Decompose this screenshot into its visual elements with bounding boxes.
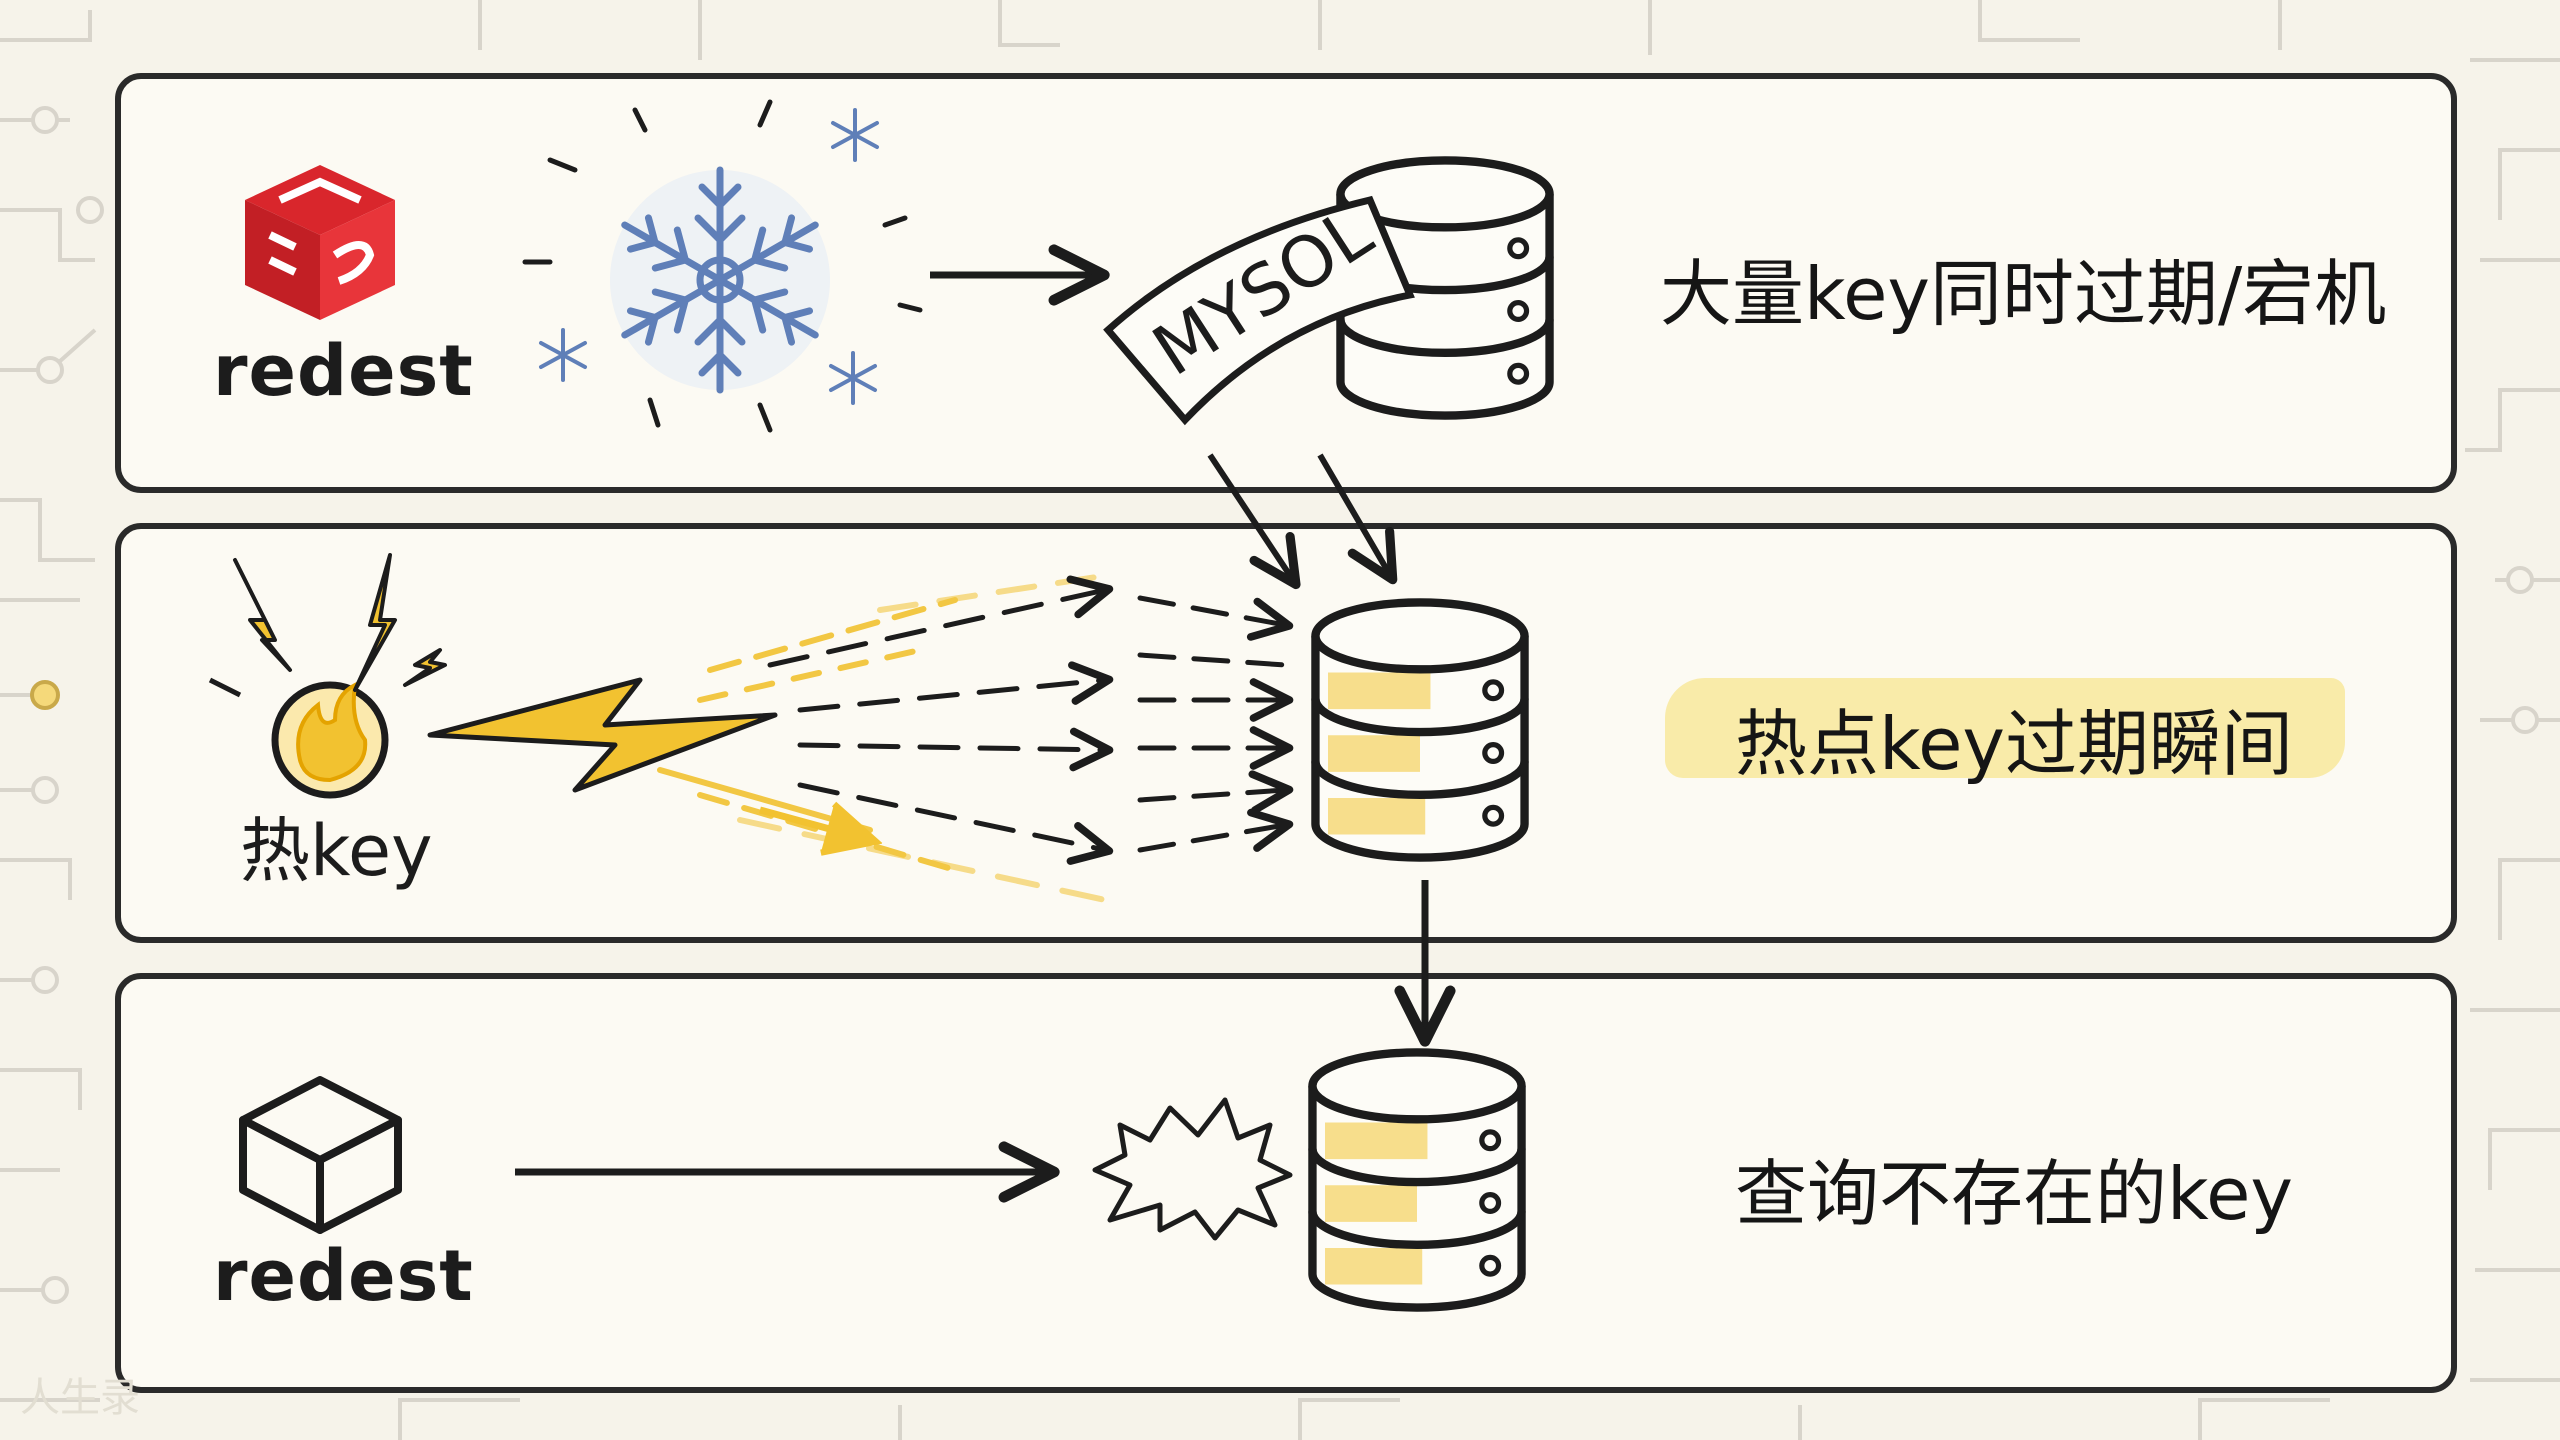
redis-logo-label: redest (213, 330, 474, 412)
small-snowflake-icon (539, 108, 879, 405)
cube-icon (239, 1076, 402, 1234)
request-streaks (657, 572, 1294, 903)
caption-mass-expiry: 大量key同时过期/宕机 (1660, 252, 2387, 336)
watermark: 人生录 (20, 1375, 140, 1421)
database-icon-bottom (1312, 1052, 1521, 1307)
caption-nonexistent-key: 查询不存在的key (1735, 1152, 2294, 1236)
panel-nonexistent-key (115, 973, 2457, 1393)
caption-highlight (1665, 678, 2345, 778)
snowflake-icon (610, 166, 830, 390)
caption-hotkey-expiry: 热点key过期瞬间 (1735, 702, 2294, 786)
database-icon-middle (1315, 602, 1524, 857)
lightning-icon (427, 677, 778, 793)
redis-logo-icon (245, 165, 395, 320)
redis-logo-label-bottom: redest (213, 1235, 474, 1317)
frost-lines (522, 99, 923, 433)
burst-icon (1092, 1097, 1293, 1241)
arrow-top-to-mid-left (1207, 453, 1301, 590)
hotkey-label: 热key (240, 810, 433, 892)
arrow-top-to-mid-right (1317, 453, 1398, 585)
fire-icon (271, 681, 389, 799)
spark-icon (208, 553, 447, 698)
